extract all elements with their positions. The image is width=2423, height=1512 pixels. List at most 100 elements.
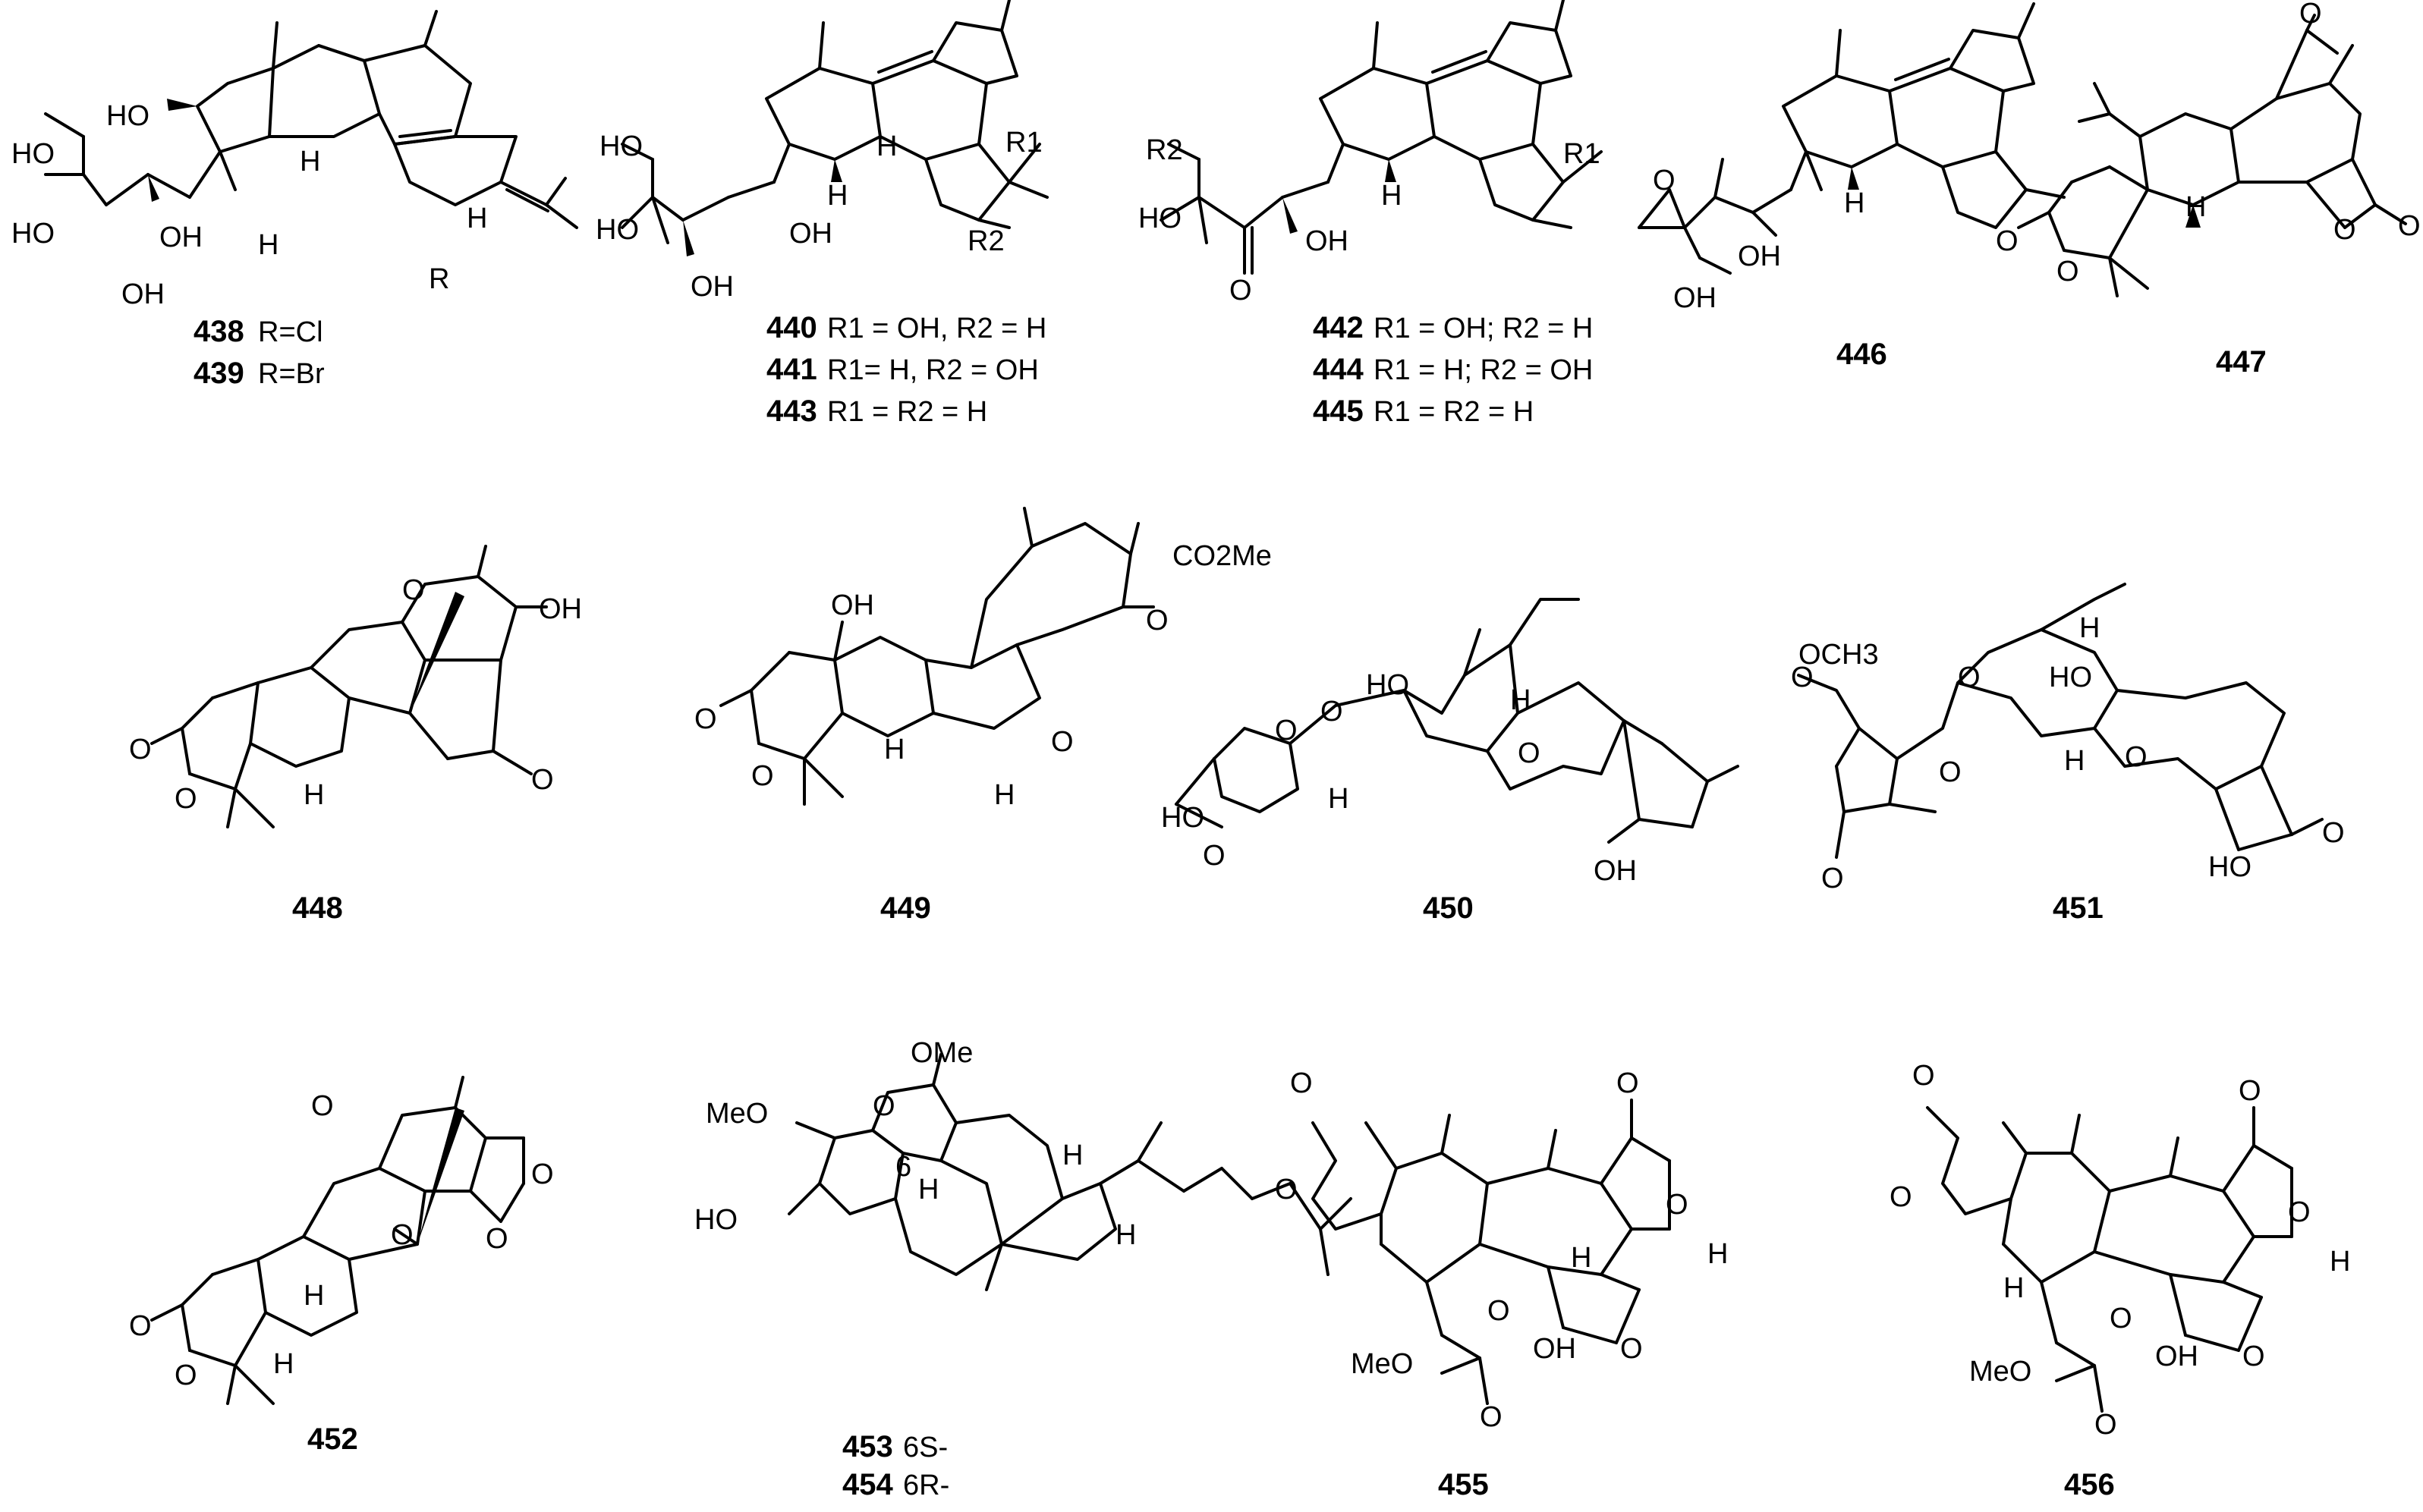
compound-id-438: 438 [194, 315, 244, 348]
atom-H: H [827, 180, 848, 212]
atom-O: O [1290, 1067, 1313, 1099]
compound-caption-444: R1 = H; R2 = OH [1374, 354, 1593, 386]
structure-440-441-443: HO HO OH OH H H R1 R2 440 R1 = OH, R2 = … [596, 0, 1049, 428]
atom-OCH3: OCH3 [1798, 639, 1879, 671]
atom-O: O [1616, 1067, 1639, 1099]
atom-H: H [273, 1348, 294, 1380]
compound-id-441: 441 [766, 353, 817, 386]
atom-OMe: OMe [911, 1037, 973, 1069]
atom-H: H [1116, 1219, 1136, 1251]
atom-H: H [2330, 1246, 2350, 1278]
atom-R2: R2 [1146, 134, 1183, 166]
atom-HO: HO [106, 100, 149, 132]
atom-HO: HO [1138, 203, 1182, 234]
atom-OH: OH [2155, 1341, 2198, 1372]
atom-O: O [2239, 1075, 2261, 1107]
atom-O: O [391, 1219, 414, 1251]
atom-HO: HO [2208, 851, 2252, 883]
structure-451: OCH3 O O HO O HO O O O H H 451 [1791, 583, 2345, 925]
atom-HO: HO [11, 218, 55, 250]
compound-id-454: 454 [842, 1468, 893, 1501]
atom-MeO: MeO [1351, 1348, 1413, 1380]
atom-O: O [1939, 756, 1962, 788]
atom-O: O [2299, 0, 2322, 30]
atom-OH: OH [159, 222, 203, 253]
atom-O: O [2322, 817, 2345, 849]
compound-caption-438: R=Cl [258, 316, 323, 348]
atom-O: O [2056, 256, 2079, 288]
compound-caption-439: R=Br [258, 358, 325, 390]
atom-O: O [1666, 1189, 1688, 1221]
atom-O: O [175, 1360, 197, 1391]
atom-O: O [1958, 662, 1981, 693]
atom-OH: OH [1533, 1333, 1576, 1365]
atom-R1: R1 [1005, 127, 1043, 159]
atom-O: O [2242, 1341, 2265, 1372]
atom-OH: OH [789, 218, 832, 250]
atom-HO: HO [596, 214, 639, 246]
atom-O: O [2094, 1409, 2117, 1441]
atom-OH: OH [1738, 240, 1781, 272]
structure-455: O O O O H O O OH MeO O H 455 [1275, 1067, 1728, 1501]
atom-HO: HO [599, 130, 643, 162]
structure-447: O O O O O H 447 [1996, 0, 2421, 379]
atom-O: O [2288, 1196, 2311, 1228]
atom-MeO: MeO [706, 1098, 768, 1130]
atom-O: O [1275, 1174, 1298, 1206]
atom-OH: OH [1594, 855, 1637, 887]
compound-id-440: 440 [766, 311, 817, 344]
atom-O: O [311, 1090, 334, 1122]
atom-O: O [2398, 210, 2421, 242]
atom-O: O [751, 760, 774, 792]
atom-O: O [2333, 214, 2356, 246]
atom-H: H [304, 779, 324, 811]
atom-HO: HO [1161, 802, 1204, 834]
atom-H: H [2064, 745, 2085, 777]
structure-446: O OH OH H 446 [1638, 2, 2066, 371]
atom-OH: OH [539, 593, 582, 625]
compound-id-455: 455 [1438, 1468, 1489, 1501]
structure-442-444-445: R2 HO O OH H R1 442 R1 = OH; R2 = H 444 … [1138, 0, 1603, 428]
compound-caption-453: 6S- [903, 1432, 948, 1463]
atom-H: H [300, 146, 320, 178]
atom-O: O [2110, 1303, 2132, 1334]
atom-O: O [1229, 275, 1252, 306]
compound-id-439: 439 [194, 357, 244, 390]
atom-O: O [1487, 1295, 1510, 1327]
atom-O: O [1480, 1401, 1503, 1433]
atom-H: H [876, 130, 897, 162]
compound-id-447: 447 [2216, 345, 2267, 379]
compound-caption-443: R1 = R2 = H [827, 396, 987, 428]
compound-id-450: 450 [1423, 891, 1474, 925]
atom-O: O [531, 1158, 554, 1190]
atom-R1: R1 [1563, 138, 1600, 170]
atom-HO: HO [11, 138, 55, 170]
atom-H: H [1844, 187, 1864, 219]
atom-H: H [2003, 1272, 2024, 1304]
structure-438-439: HO HO HO OH OH H H H R 438 R=Cl 439 R=Br [11, 10, 578, 390]
compound-id-445: 445 [1313, 395, 1364, 428]
atom-H: H [2079, 612, 2100, 644]
atom-O: O [1275, 715, 1298, 747]
atom-O: O [531, 764, 554, 796]
atom-CO2Me: CO2Me [1172, 540, 1272, 572]
atom-O: O [1653, 165, 1676, 196]
compound-id-449: 449 [880, 891, 931, 925]
atom-OH: OH [1673, 282, 1717, 314]
structure-452: O O O O O O H H 452 [129, 1076, 554, 1456]
atom-O: O [129, 1310, 152, 1342]
atom-O: O [1620, 1333, 1643, 1365]
atom-O: O [1051, 726, 1074, 758]
compound-caption-440: R1 = OH, R2 = H [827, 313, 1046, 344]
compound-caption-445: R1 = R2 = H [1374, 396, 1534, 428]
atom-R: R [429, 263, 449, 295]
atom-O: O [1146, 605, 1169, 637]
atom-H: H [1328, 783, 1348, 815]
atom-O: O [1518, 737, 1540, 769]
compound-id-443: 443 [766, 395, 817, 428]
compound-id-444: 444 [1313, 353, 1364, 386]
atom-R2: R2 [968, 225, 1005, 257]
atom-O: O [1912, 1060, 1935, 1092]
atom-O: O [1821, 863, 1844, 894]
atom-O: O [1203, 840, 1226, 872]
